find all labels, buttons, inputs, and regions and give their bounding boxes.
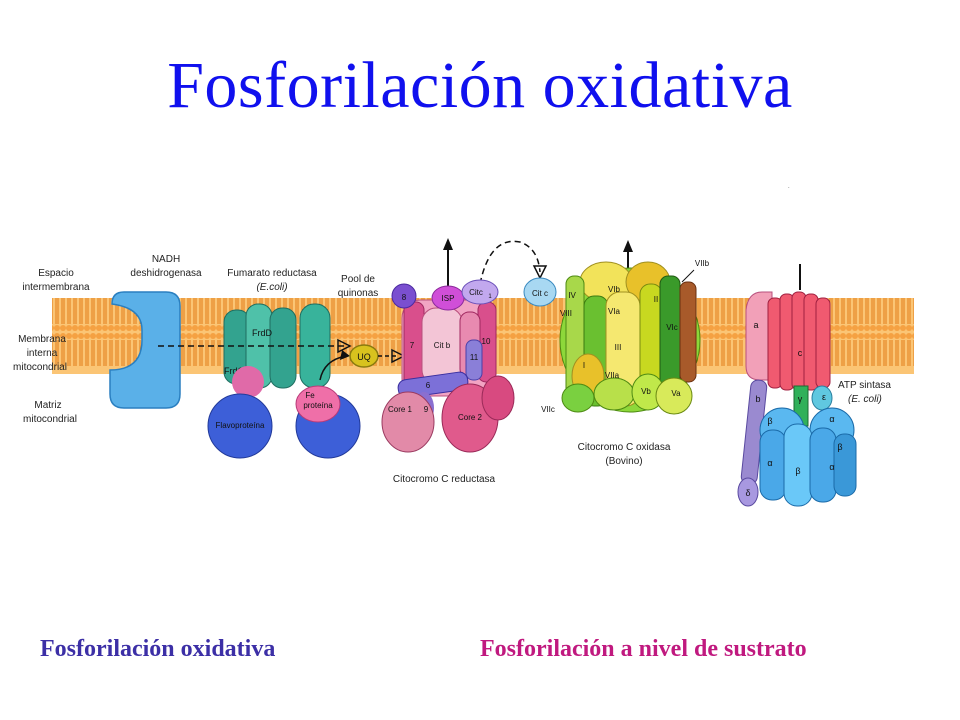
label-fumarato-reductasa: Fumarato reductasa [227, 268, 317, 279]
quinone-pool: Pool de quinonas UQ [158, 274, 406, 381]
label-citc1: Citc [469, 288, 483, 297]
label-viic: VIIc [541, 405, 555, 414]
label-gamma: γ [798, 394, 803, 404]
label-alpha-2: α [767, 458, 772, 468]
label-iii: III [615, 343, 622, 352]
label-viia: VIIa [605, 371, 620, 380]
complex-nadh-dehydrogenase: NADH deshidrogenasa [109, 254, 202, 409]
complex-cytochrome-c-reductase: 8 ISP Citc 1 7 Cit b 10 11 6 9 Core 1 Co… [381, 238, 557, 485]
label-va: Va [671, 389, 681, 398]
label-alpha-1: α [829, 414, 834, 424]
label-ecoli-atp: (E. coli) [848, 394, 882, 405]
oxidative-phosphorylation-diagram: . Espacio intermembrana Membrana interna… [13, 184, 914, 507]
label-beta-2: β [795, 466, 800, 476]
label-atp-sintasa: ATP sintasa [838, 380, 891, 391]
label-beta-3: β [837, 442, 842, 452]
label-matriz: Matriz [34, 400, 61, 411]
label-delta: δ [745, 488, 750, 498]
label-fe-proteina: proteína [303, 401, 333, 410]
label-a: a [753, 320, 758, 330]
label-deshidrogenasa: deshidrogenasa [130, 268, 202, 279]
label-bovino: (Bovino) [605, 456, 642, 467]
label-sub-6: 6 [426, 381, 431, 390]
page-title: Fosforilación oxidativa [167, 49, 793, 122]
label-core1: Core 1 [388, 405, 413, 414]
label-mitocondrial: mitocondrial [13, 362, 67, 373]
label-sub-9: 9 [424, 405, 429, 414]
label-intermembrana: intermembrana [22, 282, 90, 293]
label-citc1-sub: 1 [488, 294, 492, 300]
label-cytc: Cit c [532, 289, 548, 298]
label-b: b [755, 394, 760, 404]
label-viii: VIII [560, 309, 572, 318]
label-sub-8: 8 [402, 293, 407, 302]
label-alpha-3: α [829, 462, 834, 472]
label-interna: interna [27, 348, 58, 359]
label-citb: Cit b [434, 341, 451, 350]
label-citocromo-c-oxidasa: Citocromo C oxidasa [578, 442, 671, 453]
label-matriz-mitocondrial: mitocondrial [23, 414, 77, 425]
caption-substrate-level-phosphorylation: Fosforilación a nivel de sustrato [480, 636, 807, 662]
label-espacio: Espacio [38, 268, 74, 279]
label-frdc: FrdC [224, 366, 245, 376]
label-uq: UQ [357, 352, 371, 362]
label-ii: II [654, 295, 658, 304]
label-sub-7: 7 [410, 341, 415, 350]
side-labels: Espacio intermembrana Membrana interna m… [13, 268, 90, 425]
label-ecoli-2: (E.coli) [256, 282, 287, 293]
label-core2: Core 2 [458, 413, 483, 422]
label-nadh: NADH [152, 254, 180, 265]
label-flavoproteina: Flavoproteína [216, 421, 265, 430]
label-isp: ISP [442, 294, 455, 303]
label-membrana: Membrana [18, 334, 66, 345]
label-vb: Vb [641, 387, 651, 396]
label-sub-11: 11 [470, 353, 479, 362]
label-i: I [583, 361, 585, 370]
label-citocromo-c-reductasa: Citocromo C reductasa [393, 474, 496, 485]
label-vib: VIb [608, 285, 621, 294]
label-beta-1: β [767, 416, 772, 426]
label-viib: VIIb [695, 259, 710, 268]
label-vic: VIc [666, 323, 678, 332]
label-epsilon: ε [822, 392, 826, 402]
svg-text:.: . [788, 184, 790, 190]
label-sub-10: 10 [482, 337, 491, 346]
label-pool-de: Pool de [341, 274, 375, 285]
label-iv: IV [568, 291, 576, 300]
label-quinonas: quinonas [338, 288, 379, 299]
label-fe: Fe [305, 391, 315, 400]
complex-cytochrome-c-oxidase: VIIb IV VIb II VIII VIa VIc III I VIIa V… [541, 240, 710, 467]
label-c: c [798, 348, 803, 358]
complex-fumarate-reductase: Fumarato reductasa (E.coli) FrdD FrdC Fl… [207, 268, 361, 459]
complex-atp-synthase: a b c γ ε β α α β α β δ ATP sintasa (E. … [737, 264, 891, 507]
label-via: VIa [608, 307, 621, 316]
caption-oxidative-phosphorylation: Fosforilación oxidativa [40, 636, 276, 662]
label-frdd: FrdD [252, 328, 273, 338]
